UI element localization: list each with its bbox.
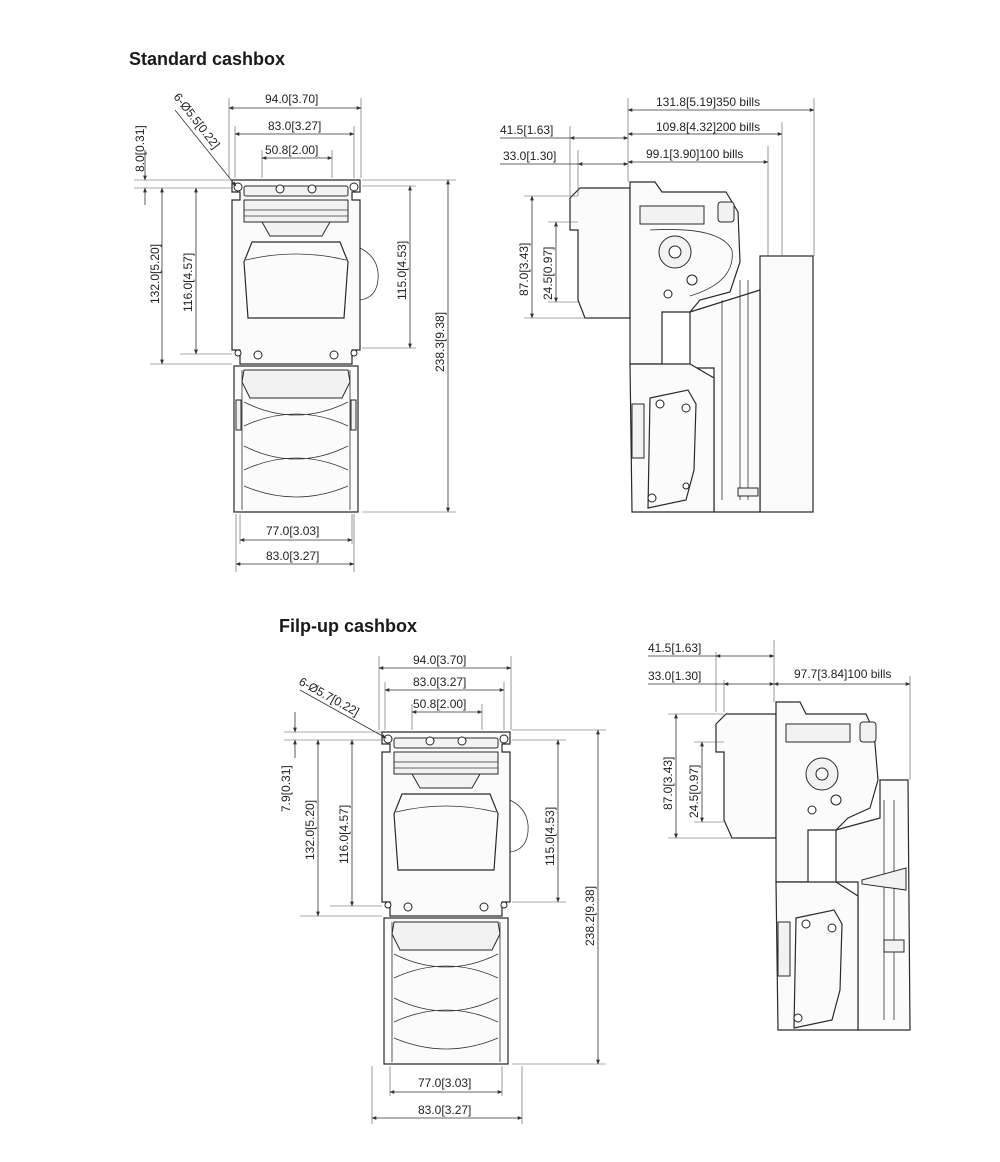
std-side-bezel-41: 41.5[1.63] [500, 123, 553, 137]
std-side-depth-100: 99.1[3.90]100 bills [646, 147, 743, 161]
std-width-50: 50.8[2.00] [265, 143, 318, 157]
flip-bottom-77: 77.0[3.03] [418, 1076, 471, 1090]
flip-side-height-87: 87.0[3.43] [661, 757, 675, 810]
std-side-bezel-33: 33.0[1.30] [503, 149, 556, 163]
std-top-offset: 8.0[0.31] [133, 125, 147, 172]
flipup-front-dims: 94.0[3.70] 83.0[3.27] 50.8[2.00] 6-Ø5.7[… [279, 653, 606, 1124]
flip-height-238: 238.2[9.38] [583, 886, 597, 946]
std-side-depth-200: 109.8[4.32]200 bills [656, 120, 760, 134]
flip-width-94: 94.0[3.70] [413, 653, 466, 667]
flip-side-bezel-33: 33.0[1.30] [648, 669, 701, 683]
std-width-83: 83.0[3.27] [268, 119, 321, 133]
flipup-side-view [715, 701, 911, 1031]
flip-height-132: 132.0[5.20] [303, 800, 317, 860]
standard-title: Standard cashbox [129, 49, 285, 69]
flip-width-83: 83.0[3.27] [413, 675, 466, 689]
std-height-132: 132.0[5.20] [148, 244, 162, 304]
flip-height-115: 115.0[4.53] [543, 807, 557, 866]
standard-side-dims: 131.8[5.19]350 bills 109.8[4.32]200 bill… [500, 95, 815, 319]
std-bottom-77: 77.0[3.03] [266, 524, 319, 538]
standard-side-view [569, 181, 814, 513]
flip-side-slot-24: 24.5[0.97] [687, 765, 701, 818]
std-hole-spec: 6-Ø5.5[0.22] [171, 90, 223, 151]
flip-bottom-83: 83.0[3.27] [418, 1103, 471, 1117]
std-side-depth-350: 131.8[5.19]350 bills [656, 95, 760, 109]
flipup-front-view [381, 731, 529, 1065]
std-side-slot-24: 24.5[0.97] [541, 247, 555, 300]
flipup-side-dims: 41.5[1.63] 33.0[1.30] 97.7[3.84]100 bill… [648, 640, 911, 839]
std-side-height-87: 87.0[3.43] [517, 243, 531, 296]
standard-front-dims: 94.0[3.70] 83.0[3.27] 50.8[2.00] 6-Ø5.5[… [133, 90, 456, 572]
std-height-116: 116.0[4.57] [181, 253, 195, 312]
flip-height-116: 116.0[4.57] [337, 805, 351, 864]
std-height-238: 238.3[9.38] [433, 312, 447, 372]
flip-width-50: 50.8[2.00] [413, 697, 466, 711]
std-width-94: 94.0[3.70] [265, 92, 318, 106]
flip-side-depth-100: 97.7[3.84]100 bills [794, 667, 891, 681]
standard-front-view [231, 179, 379, 513]
std-bottom-83: 83.0[3.27] [266, 549, 319, 563]
std-height-115: 115.0[4.53] [395, 241, 409, 300]
flipup-title: Filp-up cashbox [279, 616, 417, 636]
flip-side-bezel-41: 41.5[1.63] [648, 641, 701, 655]
flip-top-offset: 7.9[0.31] [279, 765, 293, 812]
flip-hole-spec: 6-Ø5.7[0.22] [297, 674, 362, 719]
